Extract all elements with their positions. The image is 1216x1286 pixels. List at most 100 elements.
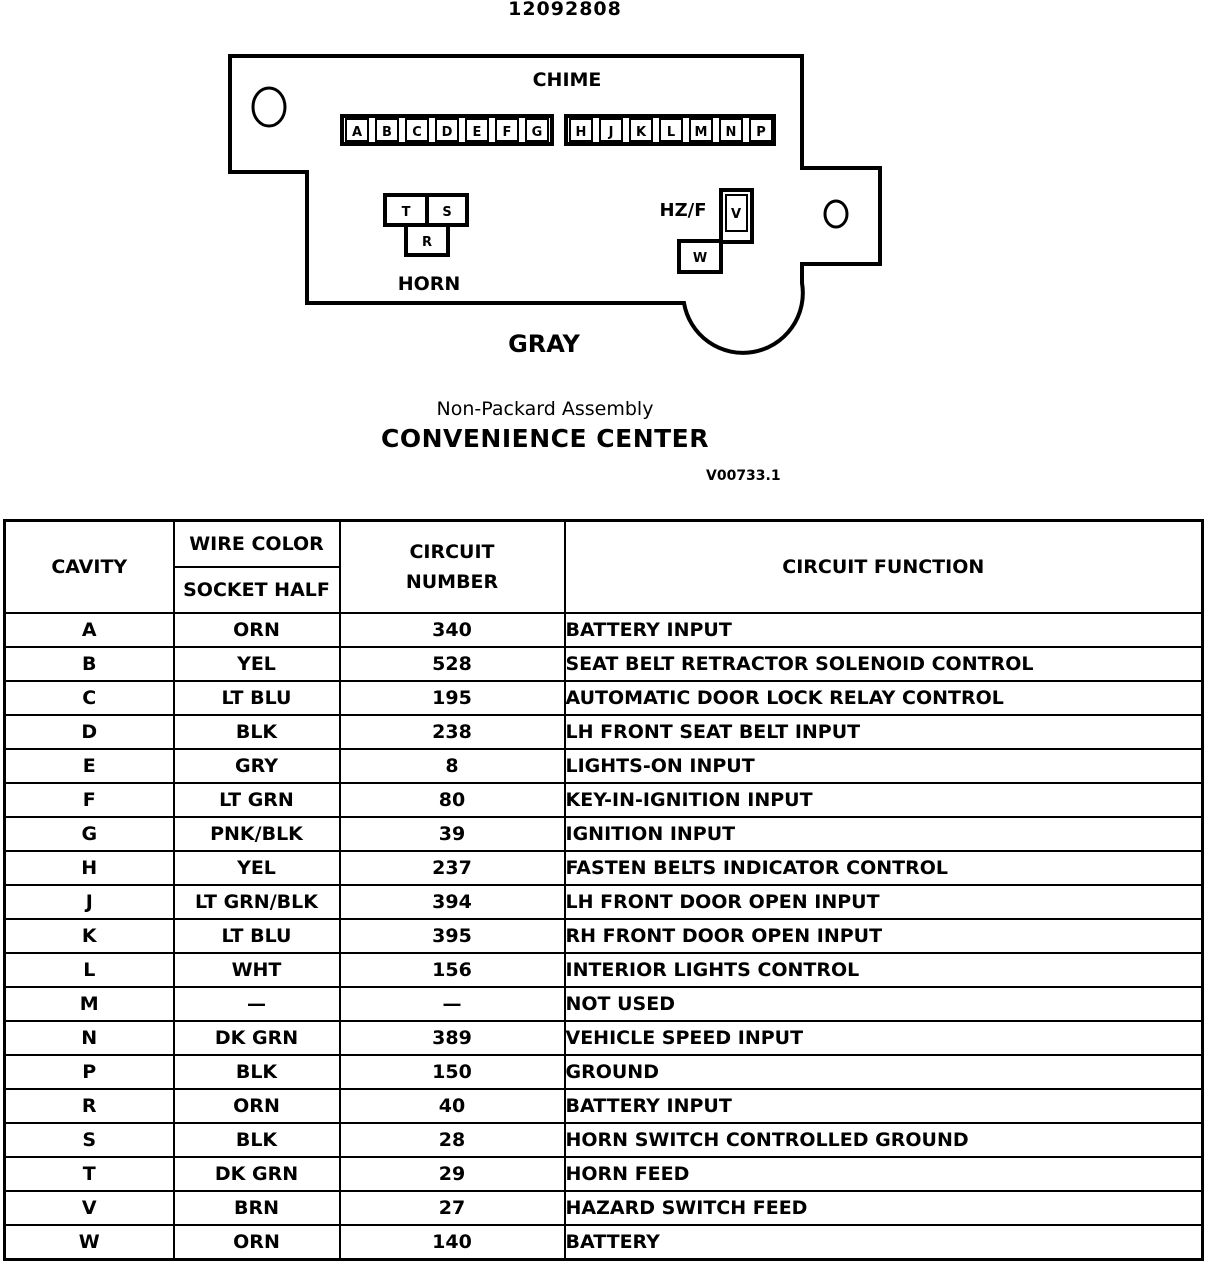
circuit-function-cell: HORN SWITCH CONTROLLED GROUND (563, 1122, 1204, 1158)
chime-pin-box-e (465, 118, 489, 142)
circuit-number-cell: 156 (338, 952, 566, 988)
chime-pin-box-f (495, 118, 519, 142)
circuit-number-cell: 394 (338, 884, 566, 920)
cavity-cell: B (3, 646, 175, 682)
circuit-function-cell: NOT USED (563, 986, 1204, 1022)
wire-color-cell: ORN (172, 1088, 341, 1124)
hazard-pin-v: V (731, 207, 741, 222)
circuit-number-cell: 29 (338, 1156, 566, 1192)
cavity-cell: C (3, 680, 175, 716)
circuit-number-cell: 237 (338, 850, 566, 886)
cavity-cell: H (3, 850, 175, 886)
circuit-number-cell: 150 (338, 1054, 566, 1090)
circuit-number-cell: 28 (338, 1122, 566, 1158)
chime-pin-c: C (412, 125, 422, 140)
circuit-function-cell: VEHICLE SPEED INPUT (563, 1020, 1204, 1056)
header-circuit-function: CIRCUIT FUNCTION (563, 519, 1204, 614)
cavity-cell: R (3, 1088, 175, 1124)
wire-color-cell: DK GRN (172, 1020, 341, 1056)
circuit-function-cell: LH FRONT SEAT BELT INPUT (563, 714, 1204, 750)
wire-color-cell: GRY (172, 748, 341, 784)
circuit-number-cell: 40 (338, 1088, 566, 1124)
chime-block-left (340, 114, 554, 146)
cavity-cell: V (3, 1190, 175, 1226)
wire-color-cell: BLK (172, 1122, 341, 1158)
chime-pin-h: H (576, 125, 587, 140)
chime-pin-d: D (442, 125, 453, 140)
wire-color-cell: LT GRN (172, 782, 341, 818)
cavity-cell: F (3, 782, 175, 818)
circuit-number-cell: 39 (338, 816, 566, 852)
wire-color-cell: LT BLU (172, 918, 341, 954)
chime-pin-box-d (435, 118, 459, 142)
circuit-function-cell: BATTERY INPUT (563, 1088, 1204, 1124)
circuit-function-cell: BATTERY (563, 1224, 1204, 1261)
chime-pin-box-c (405, 118, 429, 142)
wire-color-cell: PNK/BLK (172, 816, 341, 852)
cavity-cell: T (3, 1156, 175, 1192)
wire-color-cell: YEL (172, 646, 341, 682)
circuit-number-cell: 340 (338, 612, 566, 648)
cavity-cell: S (3, 1122, 175, 1158)
chime-pin-box-j (599, 118, 623, 142)
circuit-number-cell: 528 (338, 646, 566, 682)
circuit-function-cell: AUTOMATIC DOOR LOCK RELAY CONTROL (563, 680, 1204, 716)
cavity-cell: M (3, 986, 175, 1022)
wire-color-cell: BLK (172, 714, 341, 750)
chime-pin-g: G (532, 125, 543, 140)
horn-label: HORN (398, 273, 461, 295)
header-circuit-number-line1: CIRCUIT (409, 541, 495, 563)
cavity-cell: N (3, 1020, 175, 1056)
horn-pin-s: S (442, 205, 451, 220)
circuit-number-cell: 238 (338, 714, 566, 750)
horn-pin-r: R (422, 235, 432, 250)
chime-pin-box-m (689, 118, 713, 142)
chime-pin-j: J (608, 125, 614, 140)
chime-pin-box-l (659, 118, 683, 142)
chime-label: CHIME (533, 69, 602, 91)
assembly-title: CONVENIENCE CENTER (380, 424, 710, 453)
chime-pin-box-g (525, 118, 549, 142)
chime-pin-box-p (749, 118, 773, 142)
wire-color-cell: YEL (172, 850, 341, 886)
horn-pin-box-r (404, 223, 450, 257)
chime-pin-n: N (726, 125, 737, 140)
header-circuit-number-line2: NUMBER (405, 571, 499, 593)
wire-color-cell: BLK (172, 1054, 341, 1090)
circuit-function-cell: KEY-IN-IGNITION INPUT (563, 782, 1204, 818)
cavity-cell: E (3, 748, 175, 784)
circuit-function-cell: FASTEN BELTS INDICATOR CONTROL (563, 850, 1204, 886)
wire-color-cell: ORN (172, 612, 341, 648)
mounting-hole-left (251, 86, 287, 128)
hazard-pin-box-v-inner (725, 194, 748, 232)
horn-pin-group: T S R (383, 193, 469, 257)
header-wire-color: WIRE COLOR (172, 519, 341, 568)
circuit-number-cell: 395 (338, 918, 566, 954)
circuit-number-cell: 140 (338, 1224, 566, 1261)
cavity-cell: D (3, 714, 175, 750)
circuit-function-cell: LIGHTS-ON INPUT (563, 748, 1204, 784)
chime-pin-box-n (719, 118, 743, 142)
hazard-label: HZ/F (660, 200, 707, 221)
chime-pin-m: M (695, 125, 708, 140)
chime-pin-box-k (629, 118, 653, 142)
circuit-number-cell: 389 (338, 1020, 566, 1056)
circuit-function-cell: GROUND (563, 1054, 1204, 1090)
circuit-function-cell: IGNITION INPUT (563, 816, 1204, 852)
cavity-cell: A (3, 612, 175, 648)
pinout-table: CAVITY WIRE COLOR CIRCUIT NUMBER CIRCUIT… (3, 519, 1204, 1261)
table-row: M——NOT USED (3, 986, 1204, 1022)
